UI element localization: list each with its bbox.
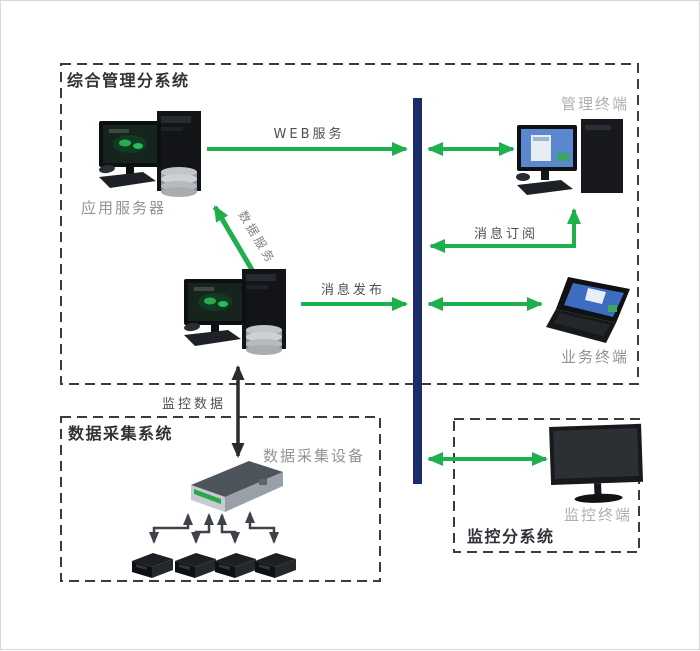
app-server-node	[99, 111, 201, 197]
app-server-tower-slot	[161, 127, 183, 131]
daq-device-node	[191, 461, 283, 512]
laptop-screen-window	[585, 288, 606, 304]
monitor-data-label: 监控数据	[162, 397, 226, 412]
msg-subscribe-arrow	[429, 208, 581, 253]
sensor-unit-4	[255, 553, 296, 578]
daq-device-label: 数据采集设备	[263, 447, 365, 465]
laptop-screen-tile	[608, 305, 617, 312]
sensor-connector-3	[217, 513, 240, 544]
management-subsystem-title: 综合管理分系统	[67, 71, 190, 90]
management-subsystem-box	[60, 63, 639, 385]
sensor-connector-1	[149, 513, 193, 544]
app-server-tower-vent	[161, 116, 191, 123]
mgmt-terminal-label: 管理终端	[561, 95, 629, 113]
sensor-unit-1	[132, 553, 173, 578]
mgmt-terminal-keyboard	[517, 180, 573, 195]
acquisition-subsystem-box	[60, 416, 381, 582]
monitor-terminal-label: 监控终端	[564, 506, 632, 524]
sensor-unit-3	[215, 553, 256, 578]
publish-server-monitor	[184, 279, 246, 332]
monitor-base	[574, 493, 623, 503]
msg-subscribe-label: 消息订阅	[474, 226, 538, 242]
business-terminal-node	[546, 277, 630, 343]
app-server-label: 应用服务器	[81, 199, 166, 217]
sensor-units	[132, 553, 296, 578]
mgmt-terminal-mouse	[516, 173, 530, 181]
daq-top-face	[191, 461, 283, 497]
publish-server-node	[184, 269, 286, 355]
app-server-mouse	[99, 164, 115, 174]
web-service-label: WEB服务	[274, 126, 345, 142]
message-bus-bar	[413, 98, 422, 484]
mgmt-terminal-tower-vent	[585, 125, 611, 130]
sensor-connector-4	[245, 511, 279, 544]
data-service-label: 数据服务	[235, 208, 279, 267]
sensor-connectors	[149, 511, 279, 544]
mgmt-terminal-monitor	[517, 125, 577, 180]
publish-server-tower-slot	[246, 285, 268, 289]
publish-server-tower-vent	[246, 274, 276, 281]
daq-side-face	[225, 472, 283, 512]
links-green	[207, 142, 581, 466]
monitoring-subsystem-title: 监控分系统	[467, 527, 555, 546]
mgmt-terminal-node	[516, 119, 623, 195]
app-server-monitor	[99, 121, 161, 174]
business-terminal-label: 业务终端	[561, 348, 629, 366]
msg-publish-label: 消息发布	[321, 282, 385, 298]
app-server-keyboard	[99, 172, 156, 188]
publish-server-keyboard	[184, 330, 241, 346]
monitor-stand	[594, 483, 602, 497]
daq-led-strip	[194, 489, 221, 504]
mgmt-terminal-tower	[581, 119, 623, 193]
sensor-connector-2	[191, 513, 214, 544]
daq-port	[259, 479, 267, 485]
monitoring-subsystem-box	[453, 418, 640, 553]
publish-server-mouse	[184, 322, 200, 332]
acquisition-subsystem-title: 数据采集系统	[68, 424, 173, 443]
sensor-unit-2	[175, 553, 216, 578]
monitor-screen	[553, 427, 639, 479]
laptop-keyboard	[554, 313, 610, 336]
publish-server-disk-stack	[246, 325, 282, 355]
app-server-disk-stack	[161, 167, 197, 197]
monitor-terminal-node	[549, 423, 644, 503]
